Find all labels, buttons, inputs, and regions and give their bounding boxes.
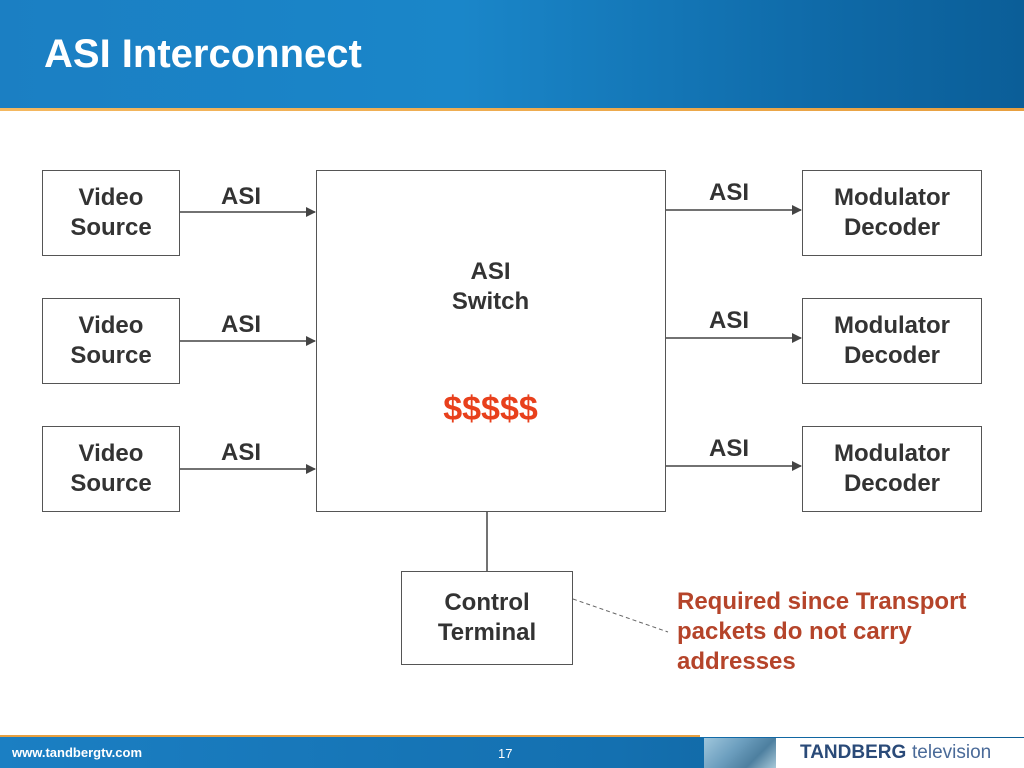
page-number: 17 xyxy=(498,746,513,761)
modulator-decoder-1-line1: Modulator xyxy=(834,184,950,211)
video-source-1-line2: Source xyxy=(70,214,152,241)
asi-label-in-1: ASI xyxy=(221,183,262,210)
asi-label-out-3: ASI xyxy=(709,435,750,462)
logo-brand-text: TANDBERG xyxy=(800,742,907,763)
video-source-2-line2: Source xyxy=(70,342,152,369)
asi-switch-box xyxy=(316,170,666,512)
switch-cost: $$$$$ xyxy=(443,390,538,428)
footer-rule xyxy=(0,735,700,737)
control-terminal-line1: Control xyxy=(444,589,530,616)
modulator-decoder-1-line2: Decoder xyxy=(843,214,941,241)
switch-label-line2: Switch xyxy=(451,288,530,315)
modulator-decoder-3-line1: Modulator xyxy=(834,440,950,467)
video-source-1-line1: Video xyxy=(78,184,144,211)
control-terminal-line2: Terminal xyxy=(437,619,537,646)
addressing-note: Required since Transport packets do not … xyxy=(677,588,967,675)
switch-label-line1: ASI xyxy=(470,258,511,285)
modulator-decoder-3-line2: Decoder xyxy=(843,470,941,497)
video-source-3-line1: Video xyxy=(78,440,144,467)
asi-label-in-2: ASI xyxy=(221,311,262,338)
video-source-3-line2: Source xyxy=(70,470,152,497)
modulator-decoder-2-line2: Decoder xyxy=(843,342,941,369)
footer-logo-panel xyxy=(776,738,1024,768)
modulator-decoder-2-line1: Modulator xyxy=(834,312,950,339)
logo-suffix-text: television xyxy=(912,742,992,763)
footer-url-link[interactable]: www.tandbergtv.com xyxy=(12,745,143,760)
footer-photo xyxy=(704,738,776,768)
header-rule xyxy=(0,108,1024,111)
header-bar xyxy=(0,0,1024,108)
dashed-note-leader xyxy=(572,598,669,633)
asi-label-out-2: ASI xyxy=(709,307,750,334)
asi-label-out-1: ASI xyxy=(709,179,750,206)
video-source-2-line1: Video xyxy=(78,312,144,339)
slide-title: ASI Interconnect xyxy=(44,32,362,76)
asi-label-in-3: ASI xyxy=(221,439,262,466)
